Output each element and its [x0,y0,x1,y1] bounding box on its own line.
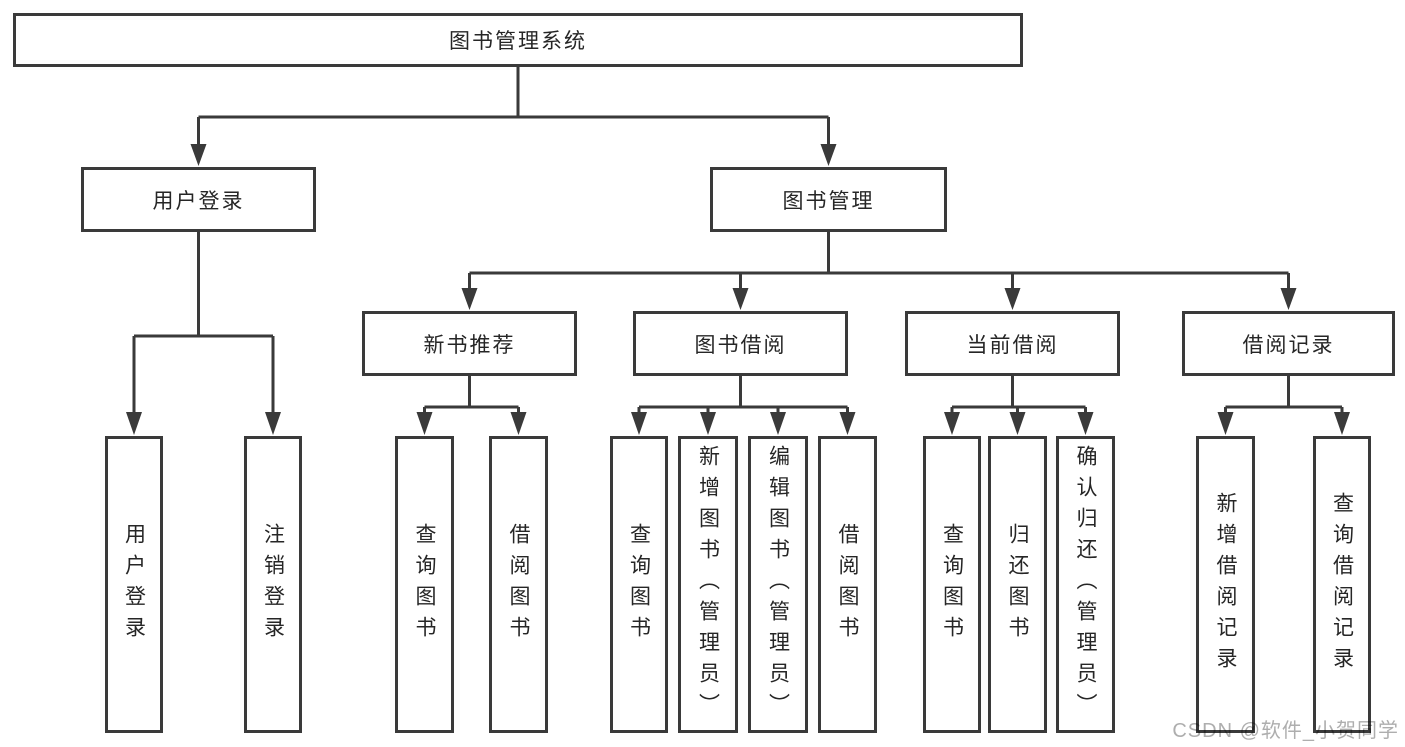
connector-current-borrow-branch [944,375,1094,435]
connector-borrow-records-branch [1217,375,1350,435]
node-leaf-return-book: 归还图书 [988,436,1047,733]
node-root: 图书管理系统 [13,13,1023,67]
node-leaf-confirm-return: 确认归还（管理员） [1056,436,1115,733]
node-leaf-query-book-2: 查询图书 [610,436,668,733]
node-leaf-borrow-book-2: 借阅图书 [818,436,877,733]
node-current-borrow: 当前借阅 [905,311,1120,376]
connector-book-mgmt-branch [461,232,1297,310]
node-leaf-query-record: 查询借阅记录 [1313,436,1371,733]
node-leaf-query-book-3: 查询图书 [923,436,981,733]
node-user-login: 用户登录 [81,167,316,232]
node-leaf-edit-book: 编辑图书（管理员） [748,436,808,733]
node-borrow-records: 借阅记录 [1182,311,1395,376]
node-book-mgmt: 图书管理 [710,167,947,232]
node-leaf-user-login: 用户登录 [105,436,163,733]
connector-root-branch [190,67,837,166]
node-book-borrow: 图书借阅 [633,311,848,376]
csdn-watermark: CSDN @软件_小贺同学 [1172,720,1399,742]
node-leaf-borrow-book-1: 借阅图书 [489,436,548,733]
connector-book-borrow-branch [631,375,856,435]
node-leaf-query-book-1: 查询图书 [395,436,454,733]
connector-user-login-branch [126,232,281,435]
node-leaf-add-book: 新增图书（管理员） [678,436,738,733]
node-leaf-add-record: 新增借阅记录 [1196,436,1255,733]
node-leaf-logout: 注销登录 [244,436,302,733]
connector-new-book-rec-branch [416,375,527,435]
node-new-book-rec: 新书推荐 [362,311,577,376]
